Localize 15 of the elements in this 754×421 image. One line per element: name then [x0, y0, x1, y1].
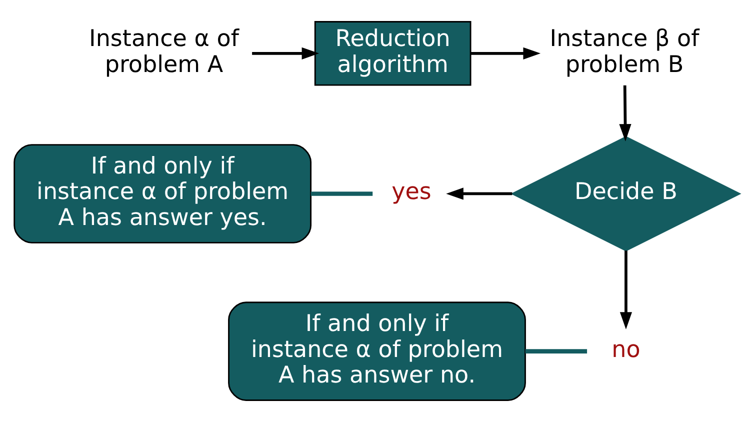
arrow [252, 46, 320, 59]
node-box: Reduction algorithm [314, 20, 472, 86]
node-text: no [612, 336, 640, 362]
arrow [619, 84, 632, 141]
connector [310, 191, 373, 196]
node-box: If and only if instance α of problem A has answer yes. [14, 144, 312, 243]
node-text: Instance β of problem B [550, 25, 700, 78]
arrow [620, 250, 632, 329]
arrow [470, 46, 541, 59]
connector [525, 348, 588, 353]
node-text: yes [392, 178, 432, 205]
node-diamond: Decide B [510, 136, 742, 251]
node-text: Instance α of problem A [89, 25, 239, 78]
arrow [446, 187, 512, 200]
node-box: If and only if instance α of problem A has answer no. [228, 301, 526, 400]
